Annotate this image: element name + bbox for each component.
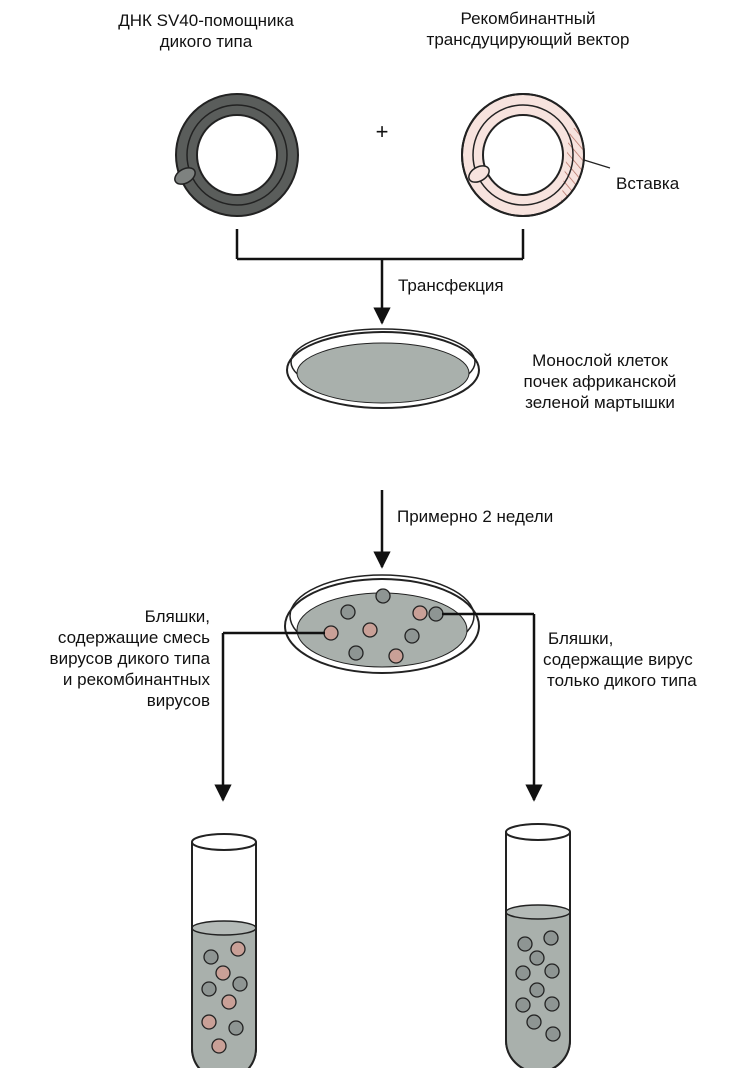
mixed-plaque-line-2: содержащие смесь bbox=[40, 627, 210, 648]
wild-plaque-line-3: только дикого типа bbox=[547, 670, 697, 691]
mixed-plaque-line-3: вирусов дикого типа bbox=[20, 648, 210, 669]
wild-type-plasmid bbox=[172, 94, 298, 216]
monolayer-line-2: почек африканской bbox=[490, 371, 710, 392]
insert-pointer bbox=[584, 160, 610, 168]
recombinant-title: Рекомбинантный bbox=[378, 8, 678, 29]
wild-dna-subtitle: дикого типа bbox=[56, 31, 356, 52]
plaque-dish bbox=[285, 575, 479, 673]
petri-dish-monolayer bbox=[287, 329, 479, 408]
transfection-label: Трансфекция bbox=[398, 275, 504, 296]
monolayer-line-3: зеленой мартышки bbox=[490, 392, 710, 413]
incubation-label: Примерно 2 недели bbox=[397, 506, 553, 527]
mixed-plaque-line-5: вирусов bbox=[40, 690, 210, 711]
plus-sign: + bbox=[370, 121, 394, 142]
mixed-plaque-line-4: и рекомбинантных bbox=[40, 669, 210, 690]
mixed-plaque-line-1: Бляшки, bbox=[40, 606, 210, 627]
wild-plaque-line-1: Бляшки, bbox=[548, 628, 613, 649]
test-tube-wild bbox=[506, 824, 570, 1068]
recombinant-subtitle: трансдуцирующий вектор bbox=[378, 29, 678, 50]
insert-label: Вставка bbox=[616, 173, 679, 194]
test-tube-mixed bbox=[192, 834, 256, 1068]
monolayer-line-1: Монослой клеток bbox=[490, 350, 710, 371]
recombinant-plasmid bbox=[462, 94, 610, 216]
wild-plaque-line-2: содержащие вирус bbox=[543, 649, 693, 670]
wild-dna-title: ДНК SV40-помощника bbox=[56, 10, 356, 31]
